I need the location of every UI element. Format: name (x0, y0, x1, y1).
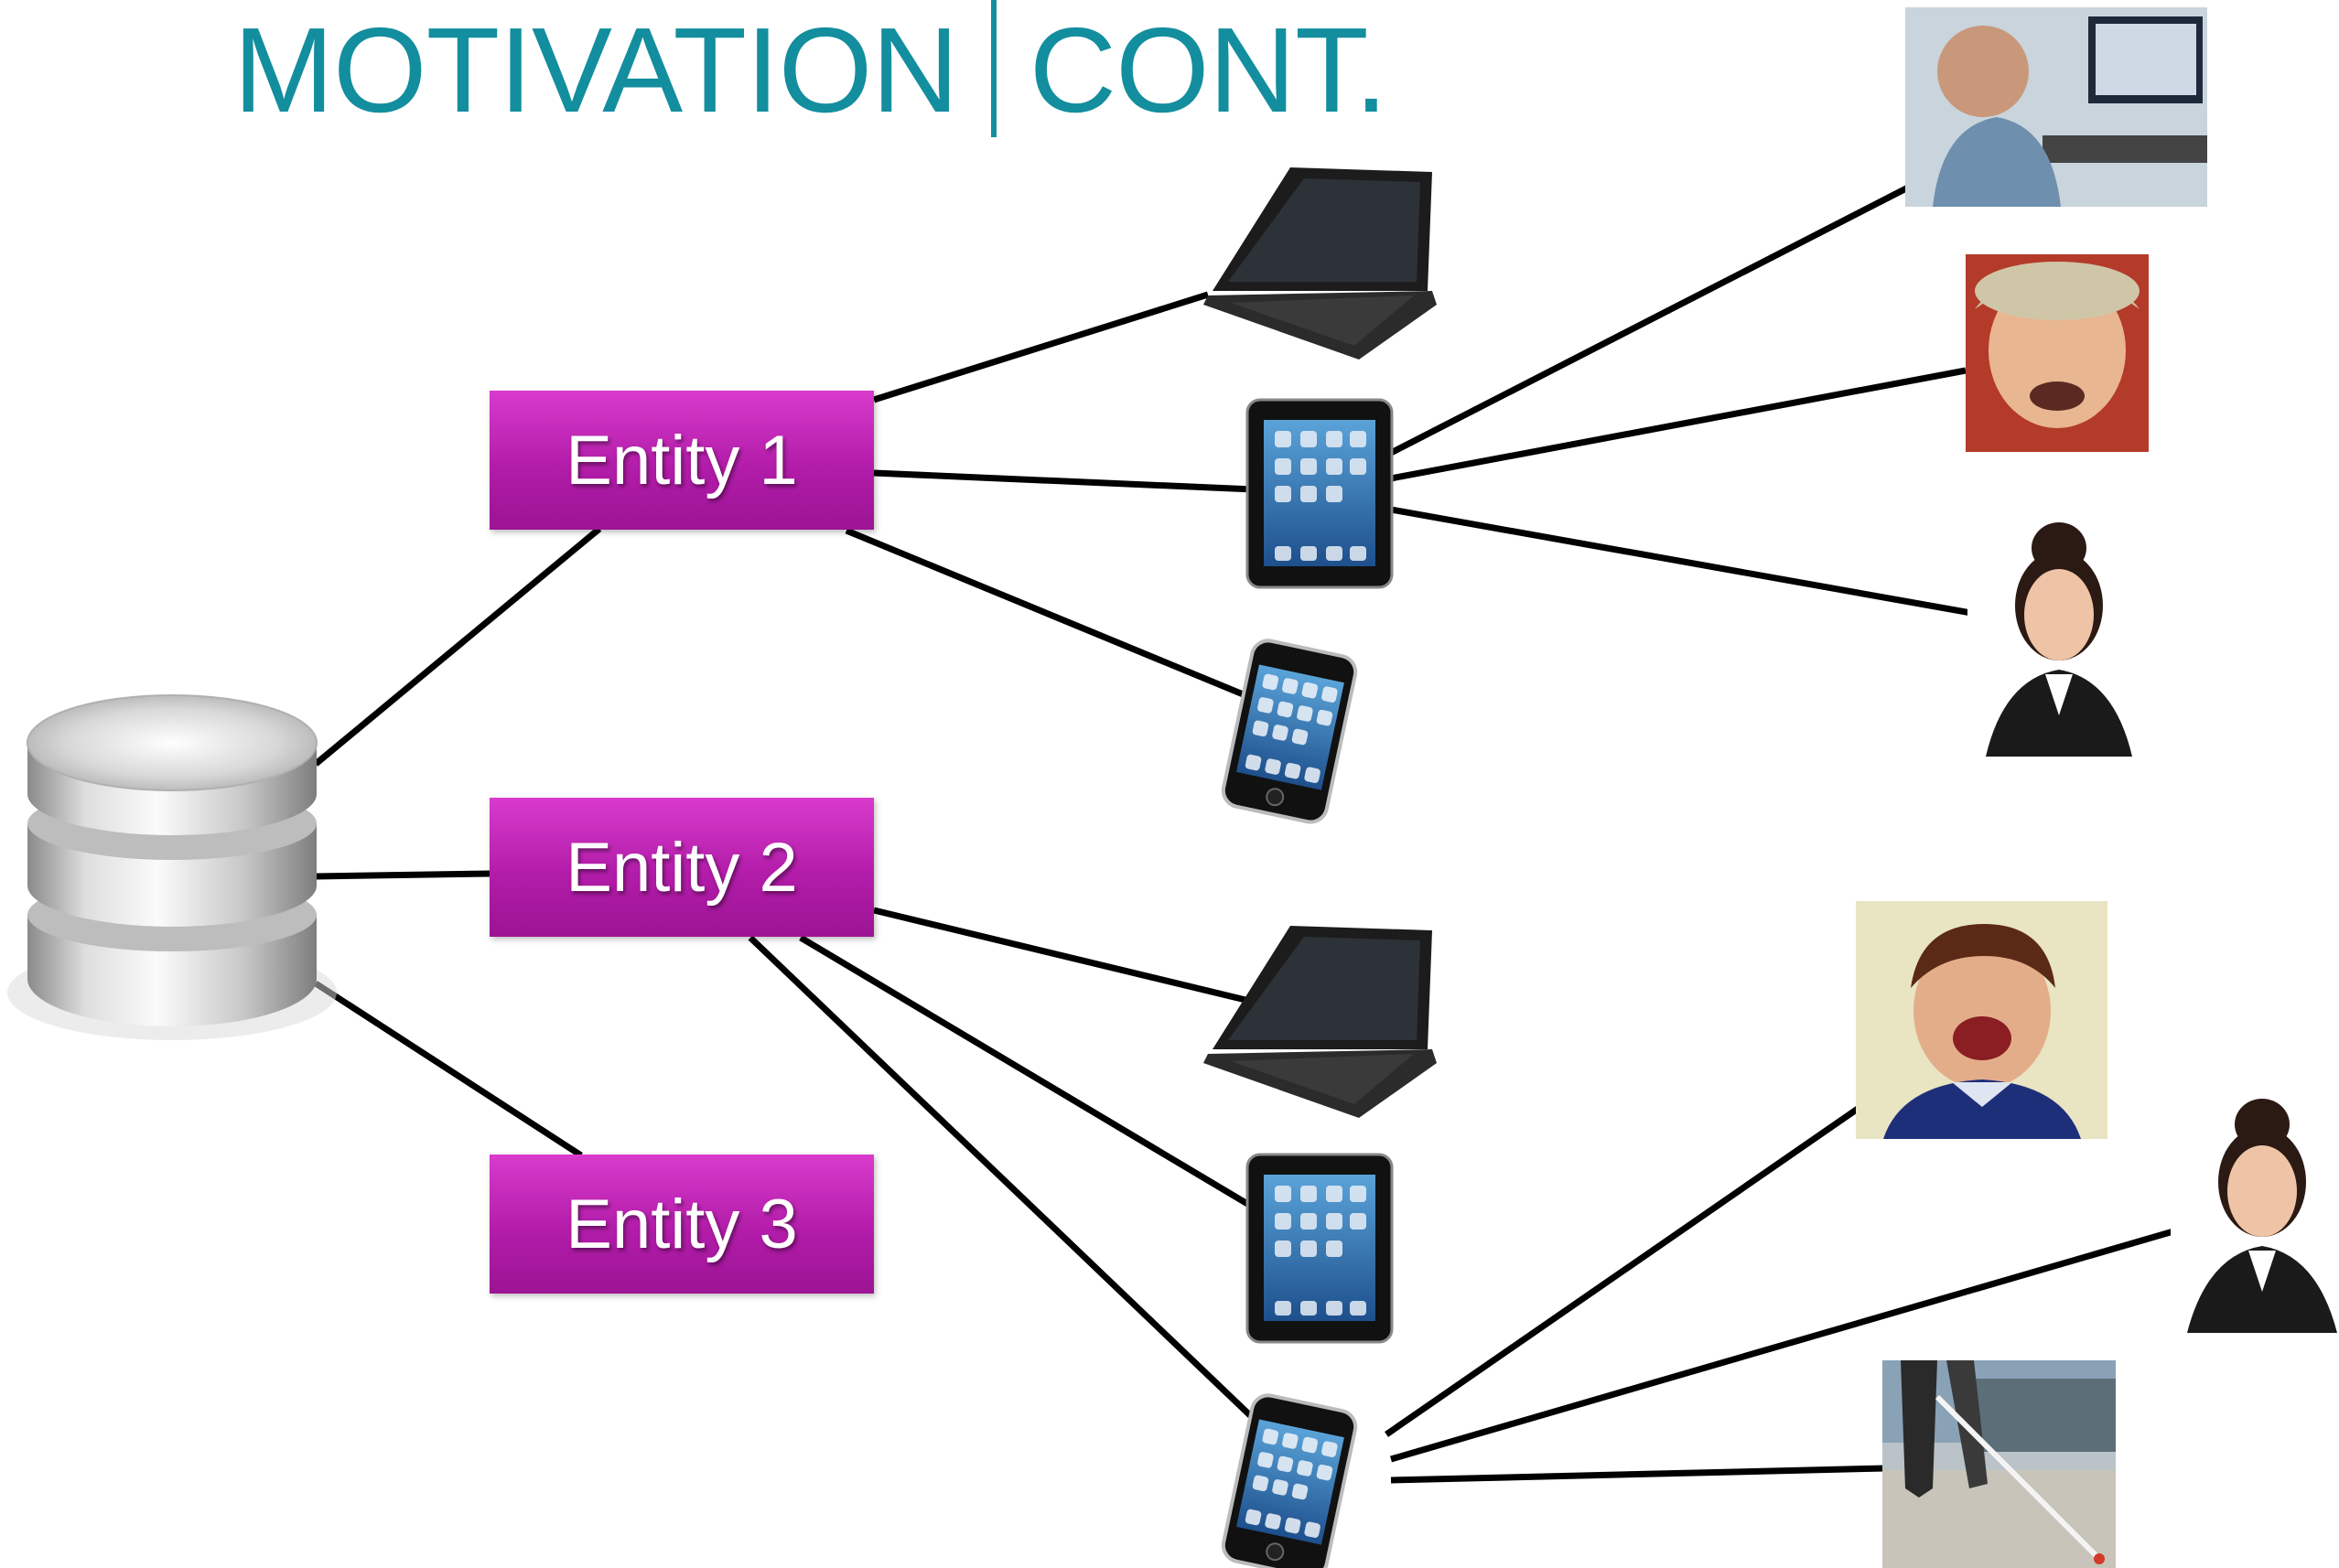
title-sub: CONT. (1029, 3, 1388, 137)
edge-db-entity2 (315, 870, 490, 880)
title-main: MOTIVATION (233, 3, 959, 137)
edge-e1-laptop (872, 291, 1210, 403)
laptop-icon (1203, 167, 1437, 360)
edge-tablet-woman (1390, 506, 2023, 626)
entity-1-label: Entity 1 (566, 421, 798, 499)
smartphone-icon (1221, 1393, 1358, 1568)
smartphone-icon (1221, 639, 1358, 824)
slide-title: MOTIVATION CONT. (233, 0, 1388, 139)
edge-e2-tablet (799, 934, 1256, 1211)
businesswoman-photo (1967, 510, 2141, 757)
white-cane-photo (1882, 1360, 2116, 1568)
entity-1-box: Entity 1 (490, 391, 874, 530)
businesswoman-photo (2171, 1086, 2339, 1333)
edge-db-entity1 (313, 526, 602, 767)
edge-e2-phone (748, 935, 1275, 1439)
edge-phone-boy (1385, 1106, 1859, 1437)
entity-2-label: Entity 2 (566, 828, 798, 907)
tablet-icon (1245, 398, 1394, 589)
edge-phone-woman (1390, 1213, 2225, 1463)
entity-2-box: Entity 2 (490, 798, 874, 937)
title-separator (990, 0, 997, 137)
edge-e2-laptop (873, 907, 1273, 1010)
laptop-icon (1203, 926, 1437, 1118)
tablet-icon (1245, 1153, 1394, 1344)
edge-phone-cane (1390, 1465, 1886, 1484)
entity-3-label: Entity 3 (566, 1185, 798, 1263)
database-icon (7, 694, 337, 1040)
man-at-computer-photo (1905, 7, 2207, 207)
edge-db-entity3 (314, 981, 583, 1158)
edge-tablet-man (1389, 184, 1910, 456)
edge-tablet-elder (1390, 367, 1967, 482)
entity-3-box: Entity 3 (490, 1155, 874, 1294)
edge-e1-phone (845, 527, 1269, 708)
edges (313, 184, 2225, 1484)
edge-e1-tablet (873, 469, 1255, 493)
elderly-man-photo (1966, 254, 2149, 452)
laughing-boy-photo (1856, 901, 2107, 1139)
